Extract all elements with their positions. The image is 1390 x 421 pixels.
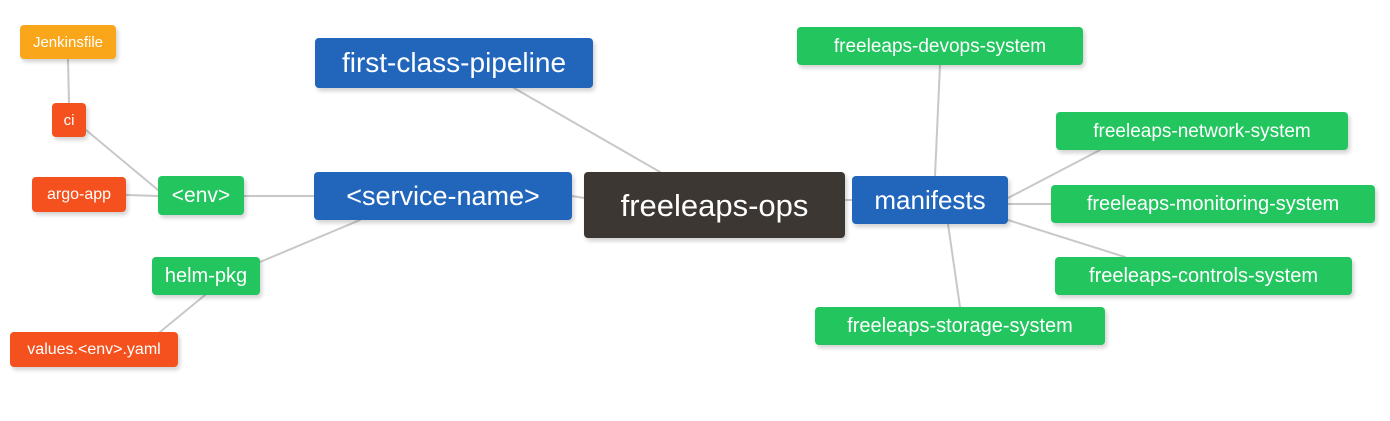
node-controls-system[interactable]: freeleaps-controls-system [1055, 257, 1352, 295]
node-ci[interactable]: ci [52, 103, 86, 137]
node-argo-app[interactable]: argo-app [32, 177, 126, 212]
node-label-ci: ci [63, 111, 75, 129]
edge-manifests-to-controls-system [1007, 219, 1126, 258]
node-label-devops-system: freeleaps-devops-system [833, 35, 1047, 57]
node-label-network-system: freeleaps-network-system [1093, 120, 1311, 142]
edge-manifests-to-devops-system [934, 64, 941, 177]
edge-manifests-to-storage-system [947, 223, 961, 308]
node-label-first-class-pipeline: first-class-pipeline [341, 47, 567, 78]
edge-jenkinsfile-to-ci [67, 58, 70, 104]
node-label-storage-system: freeleaps-storage-system [847, 315, 1073, 337]
node-label-monitoring-system: freeleaps-monitoring-system [1086, 193, 1340, 215]
node-manifests[interactable]: manifests [852, 176, 1008, 224]
edge-service-name-to-freeleaps-ops [571, 195, 585, 199]
node-label-manifests: manifests [874, 185, 986, 215]
node-helm-pkg[interactable]: helm-pkg [152, 257, 260, 295]
node-env[interactable]: <env> [158, 176, 244, 215]
node-network-system[interactable]: freeleaps-network-system [1056, 112, 1348, 150]
edge-argo-app-to-env [125, 194, 159, 197]
node-monitoring-system[interactable]: freeleaps-monitoring-system [1051, 185, 1375, 223]
node-label-values-yaml: values.<env>.yaml [27, 340, 161, 358]
edge-values-yaml-to-helm-pkg [159, 294, 206, 333]
node-values-yaml[interactable]: values.<env>.yaml [10, 332, 178, 367]
node-first-class-pipeline[interactable]: first-class-pipeline [315, 38, 593, 88]
node-label-helm-pkg: helm-pkg [164, 265, 248, 287]
node-service-name[interactable]: <service-name> [314, 172, 572, 220]
edge-helm-pkg-to-service-name [259, 219, 361, 263]
edge-first-class-pipeline-to-freeleaps-ops [513, 87, 661, 173]
node-label-service-name: <service-name> [346, 180, 540, 211]
node-label-argo-app: argo-app [46, 185, 112, 203]
node-devops-system[interactable]: freeleaps-devops-system [797, 27, 1083, 65]
node-label-controls-system: freeleaps-controls-system [1089, 265, 1318, 287]
node-storage-system[interactable]: freeleaps-storage-system [815, 307, 1105, 345]
node-jenkinsfile[interactable]: Jenkinsfile [20, 25, 116, 59]
node-label-freeleaps-ops: freeleaps-ops [620, 187, 809, 223]
node-freeleaps-ops[interactable]: freeleaps-ops [584, 172, 845, 238]
node-label-env: <env> [171, 184, 231, 207]
node-label-jenkinsfile: Jenkinsfile [32, 33, 104, 51]
